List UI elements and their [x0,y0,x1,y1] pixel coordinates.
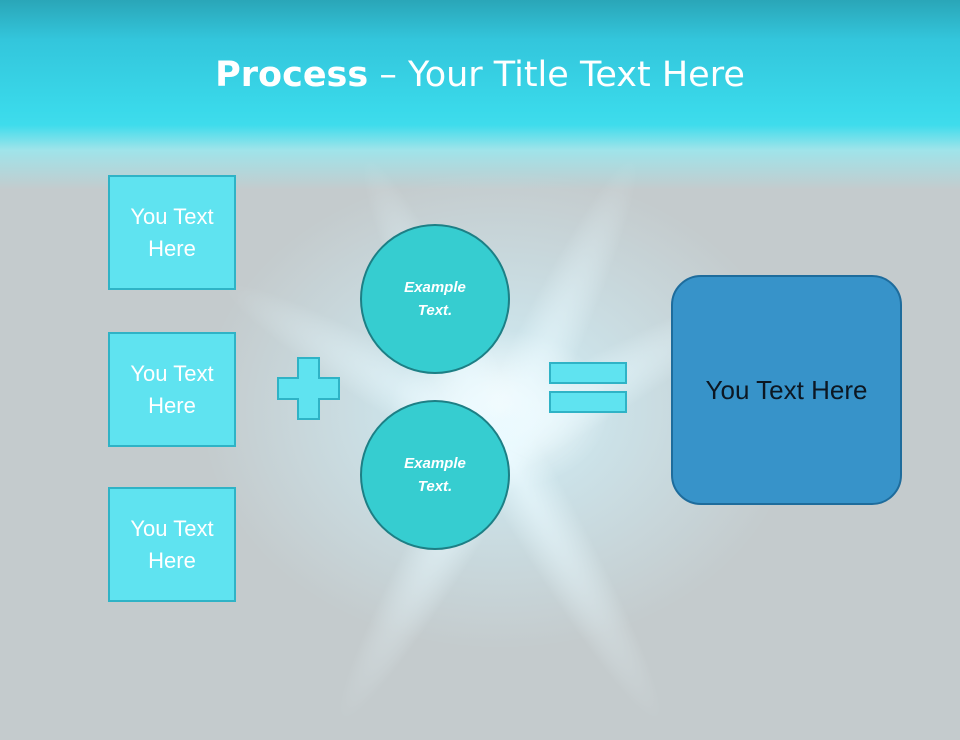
title-band [0,0,960,190]
slide-title: Process – Your Title Text Here [0,52,960,98]
input-box-1[interactable]: You Text Here [108,175,236,290]
input-box-2[interactable]: You Text Here [108,332,236,447]
example-circle-2[interactable]: Example Text. [360,400,510,550]
example-circle-1[interactable]: Example Text. [360,224,510,374]
equals-icon [549,362,627,413]
plus-icon [277,357,340,420]
input-box-3[interactable]: You Text Here [108,487,236,602]
title-rest: – Your Title Text Here [368,55,745,95]
title-bold: Process [215,55,369,95]
result-box[interactable]: You Text Here [671,275,902,505]
